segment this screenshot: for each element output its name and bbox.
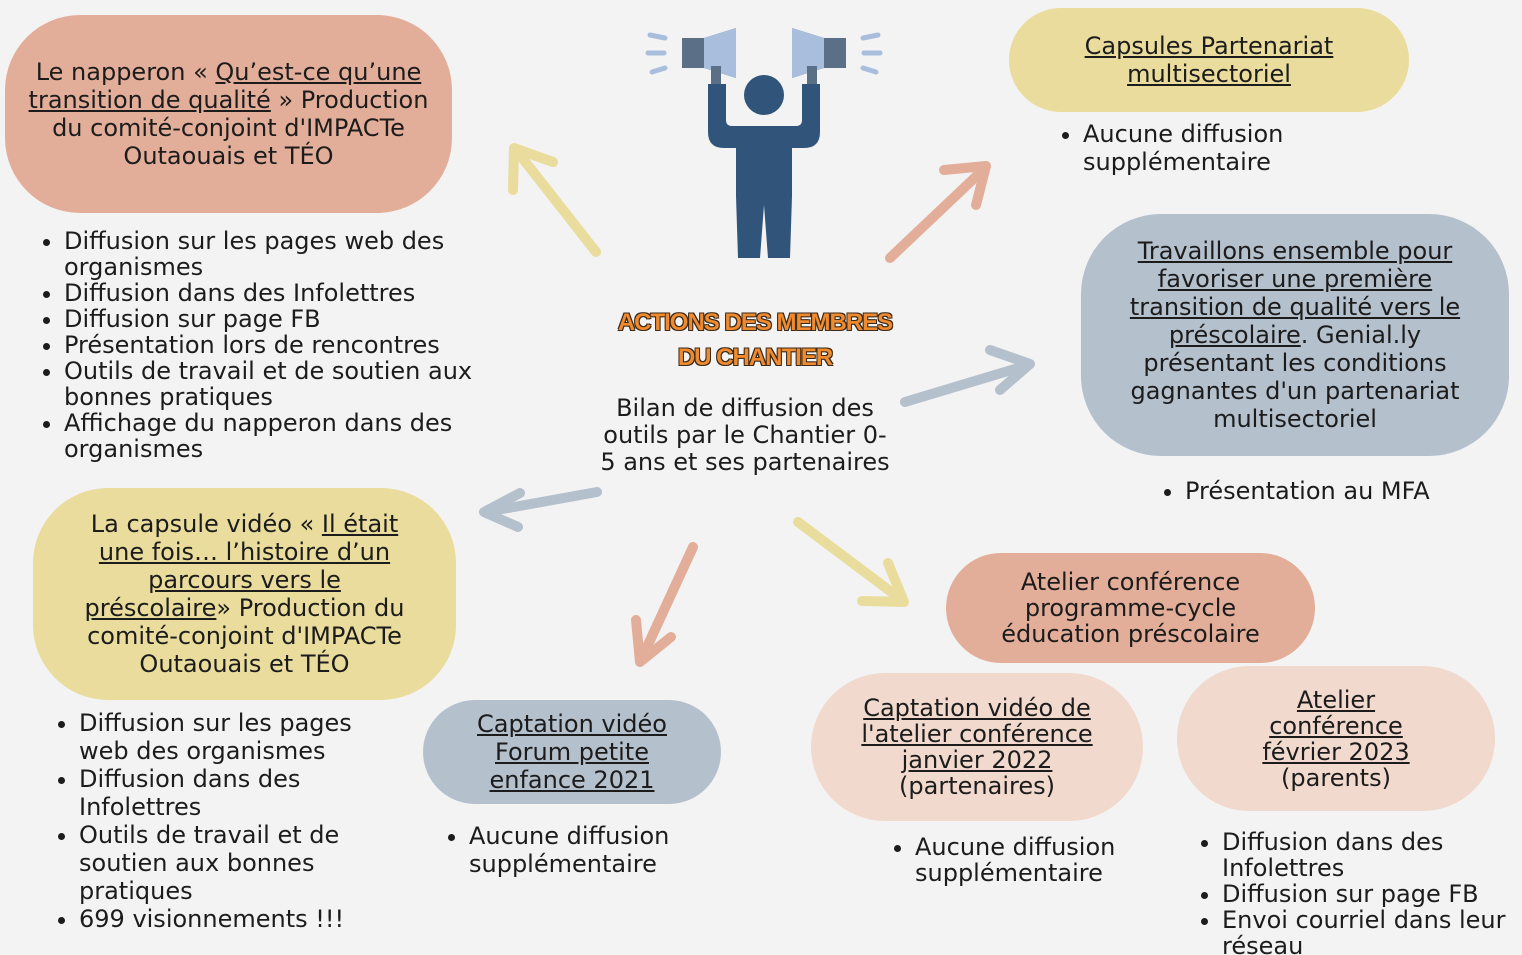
atelier-conference-label: Atelier conférence programme-cycle éduca… [1001,568,1260,648]
list-item: Présentation lors de rencontres [64,332,514,358]
capsule-video-box: La capsule vidéo « Il était une fois… l’… [33,488,456,700]
list-item: Envoi courriel dans leur réseau [1222,907,1517,955]
list-item: Outils de travail et de soutien aux bonn… [79,821,389,905]
capsules-partenariat-box: Capsules Partenariat multisectoriel [1009,8,1409,112]
capsules-partenariat-bullets: Aucune diffusion supplémentaire [1053,120,1353,176]
napperon-link[interactable]: Qu’est-ce qu’une transition de qualité [28,58,422,114]
atelier-fevrier-link[interactable]: Atelier conférence février 2023 [1262,685,1410,766]
napperon-box: Le napperon « Qu’est-ce qu’une transitio… [5,15,452,213]
arrow-to-capsule-video [479,487,602,532]
capsule-video-label: La capsule vidéo « Il était une fois… l’… [84,510,405,678]
travaillons-box: Travaillons ensemble pour favoriser une … [1081,214,1509,456]
napperon-label: Le napperon « Qu’est-ce qu’une transitio… [28,58,429,170]
arrow-to-capsules-partenariat [885,161,991,263]
list-item: Aucune diffusion supplémentaire [469,822,709,878]
list-item: Diffusion sur page FB [1222,881,1517,907]
list-item: Diffusion dans des Infolettres [64,280,514,306]
captation-atelier-box: Captation vidéo de l'atelier conférence … [811,673,1143,821]
arrow-to-forum [631,542,698,667]
arrow-to-atelier-conference [793,517,909,607]
center-subtitle: Bilan de diffusion des outils par le Cha… [600,394,890,476]
list-item: Outils de travail et de soutien aux bonn… [64,358,514,410]
atelier-fevrier-box: Atelier conférence février 2023 (parents… [1177,666,1495,811]
forum-link[interactable]: Captation vidéo Forum petite enfance 202… [477,710,667,794]
travaillons-link[interactable]: Travaillons ensemble pour favoriser une … [1129,237,1461,349]
capsules-partenariat-link[interactable]: Capsules Partenariat multisectoriel [1084,32,1334,88]
list-item: Diffusion dans des Infolettres [79,765,389,821]
travaillons-bullets: Présentation au MFA [1155,477,1495,505]
captation-atelier-label: Captation vidéo de l'atelier conférence … [861,694,1093,800]
list-item: Aucune diffusion supplémentaire [1083,120,1353,176]
list-item: Affichage du napperon dans des organisme… [64,410,514,462]
napperon-bullets: Diffusion sur les pages web des organism… [34,228,514,462]
center-title: ACTIONS DES MEMBRES DU CHANTIER [617,309,893,371]
list-item: Diffusion dans des Infolettres [1222,829,1517,881]
list-item: Diffusion sur les pages web des organism… [79,709,389,765]
list-item: Diffusion sur les pages web des organism… [64,228,514,280]
forum-bullets: Aucune diffusion supplémentaire [439,822,709,878]
capsule-video-link[interactable]: Il était une fois… l’histoire d’un parco… [84,510,399,622]
atelier-conference-box: Atelier conférence programme-cycle éduca… [946,553,1315,663]
arrow-to-travaillons [900,345,1035,407]
atelier-fevrier-label: Atelier conférence février 2023 (parents… [1262,685,1410,792]
captation-atelier-link[interactable]: Captation vidéo de l'atelier conférence … [861,694,1093,774]
forum-box: Captation vidéo Forum petite enfance 202… [423,700,721,804]
arrow-to-napperon [508,143,601,257]
atelier-fevrier-bullets: Diffusion dans des Infolettres Diffusion… [1192,829,1517,955]
list-item: Diffusion sur page FB [64,306,514,332]
captation-atelier-bullets: Aucune diffusion supplémentaire [885,834,1125,886]
list-item: Présentation au MFA [1185,477,1495,505]
list-item: Aucune diffusion supplémentaire [915,834,1125,886]
capsule-video-bullets: Diffusion sur les pages web des organism… [49,709,389,933]
travaillons-label: Travaillons ensemble pour favoriser une … [1129,237,1461,433]
person-with-megaphones-icon [645,28,883,258]
list-item: 699 visionnements !!! [79,905,389,933]
